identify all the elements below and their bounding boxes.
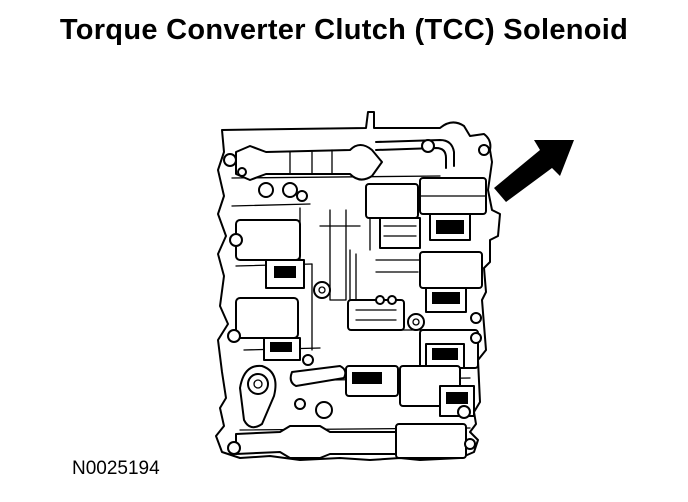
diagram-title: Torque Converter Clutch (TCC) Solenoid bbox=[59, 14, 629, 46]
top-valve-spool bbox=[235, 144, 383, 181]
solenoid-bottom-center bbox=[345, 365, 399, 397]
top-tube bbox=[375, 139, 455, 169]
bottom-solenoid bbox=[395, 423, 467, 459]
solenoid-left bbox=[235, 219, 305, 289]
valve-body-outline bbox=[215, 111, 501, 461]
figure-id: N0025194 bbox=[72, 458, 160, 479]
solenoid-center-lower bbox=[347, 299, 405, 331]
solenoid-right-lower bbox=[419, 329, 479, 369]
bolt-holes bbox=[223, 139, 490, 455]
tcc-solenoid bbox=[419, 177, 487, 241]
solenoid-right-middle bbox=[419, 251, 483, 313]
callout-arrow-icon bbox=[494, 140, 574, 202]
bottom-valve-spool bbox=[235, 425, 397, 459]
manual-valve-lever bbox=[239, 364, 277, 429]
solenoid-upper-middle bbox=[365, 183, 421, 249]
solenoid-lower-left bbox=[235, 297, 301, 361]
link-arm bbox=[289, 365, 347, 387]
